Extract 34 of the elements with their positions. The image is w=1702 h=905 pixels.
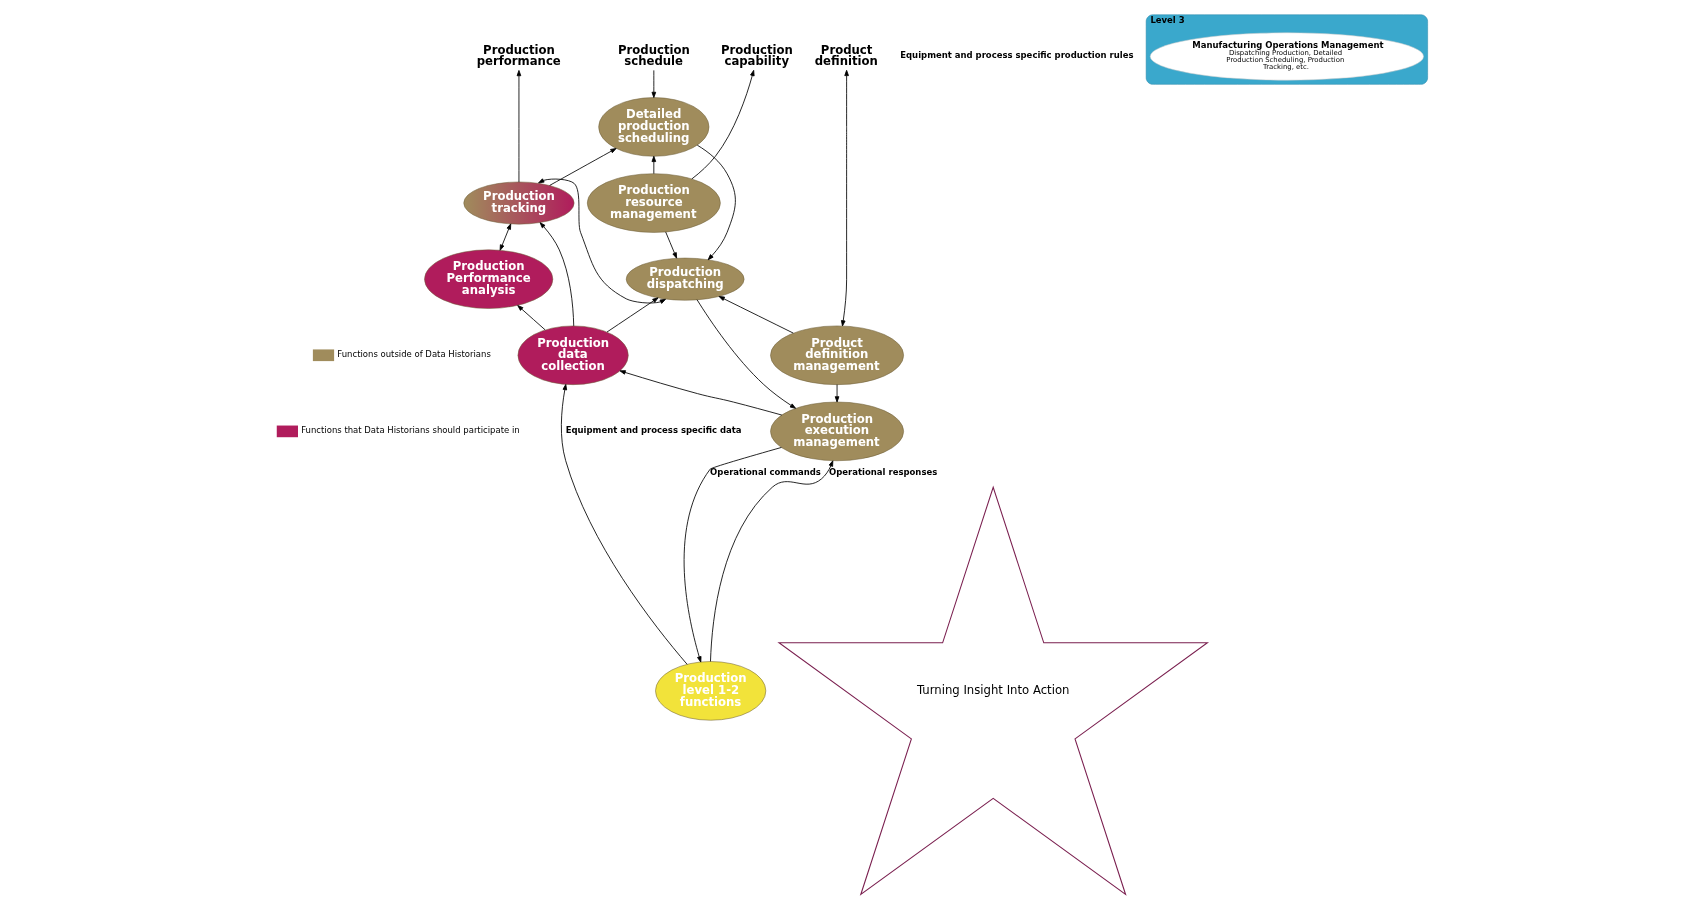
arrow (696, 144, 736, 261)
arrow (560, 383, 688, 665)
node-ellipse: Product definition management (770, 325, 904, 385)
legend-label: Functions that Data Historians should participate in (301, 425, 520, 436)
arrow (683, 447, 782, 663)
arrow (538, 178, 666, 304)
edge-label: Operational commands (710, 467, 821, 478)
label: Equipment and process specific production rules (900, 49, 1134, 60)
edge-label: Operational responses (829, 467, 938, 478)
node-text: Production capability (721, 42, 793, 69)
node-ellipse: Production resource management (587, 173, 721, 233)
arrow (840, 69, 849, 327)
arrow (718, 296, 794, 334)
arrow (517, 305, 546, 331)
arrow (499, 223, 512, 251)
node-text: Production performance (476, 42, 561, 69)
arrow (539, 222, 575, 327)
arrow (606, 297, 659, 333)
arrow (651, 69, 657, 98)
arrow (691, 69, 755, 180)
arrow (710, 460, 834, 662)
arrow (665, 231, 678, 259)
arrow (549, 148, 617, 186)
arrow (834, 384, 840, 403)
legend-label: Functions outside of Data Historians (337, 349, 491, 360)
node-ellipse: Production level 1-2 functions (655, 661, 767, 721)
arrow (619, 370, 783, 416)
node-text: Product definition (814, 42, 878, 69)
arrow (696, 299, 797, 409)
node-text: Production schedule (617, 42, 690, 69)
arrow (651, 155, 657, 175)
node-ellipse: Production tracking (463, 181, 575, 225)
edge-label: Equipment and process specific data (565, 424, 742, 435)
arrow (516, 70, 522, 183)
